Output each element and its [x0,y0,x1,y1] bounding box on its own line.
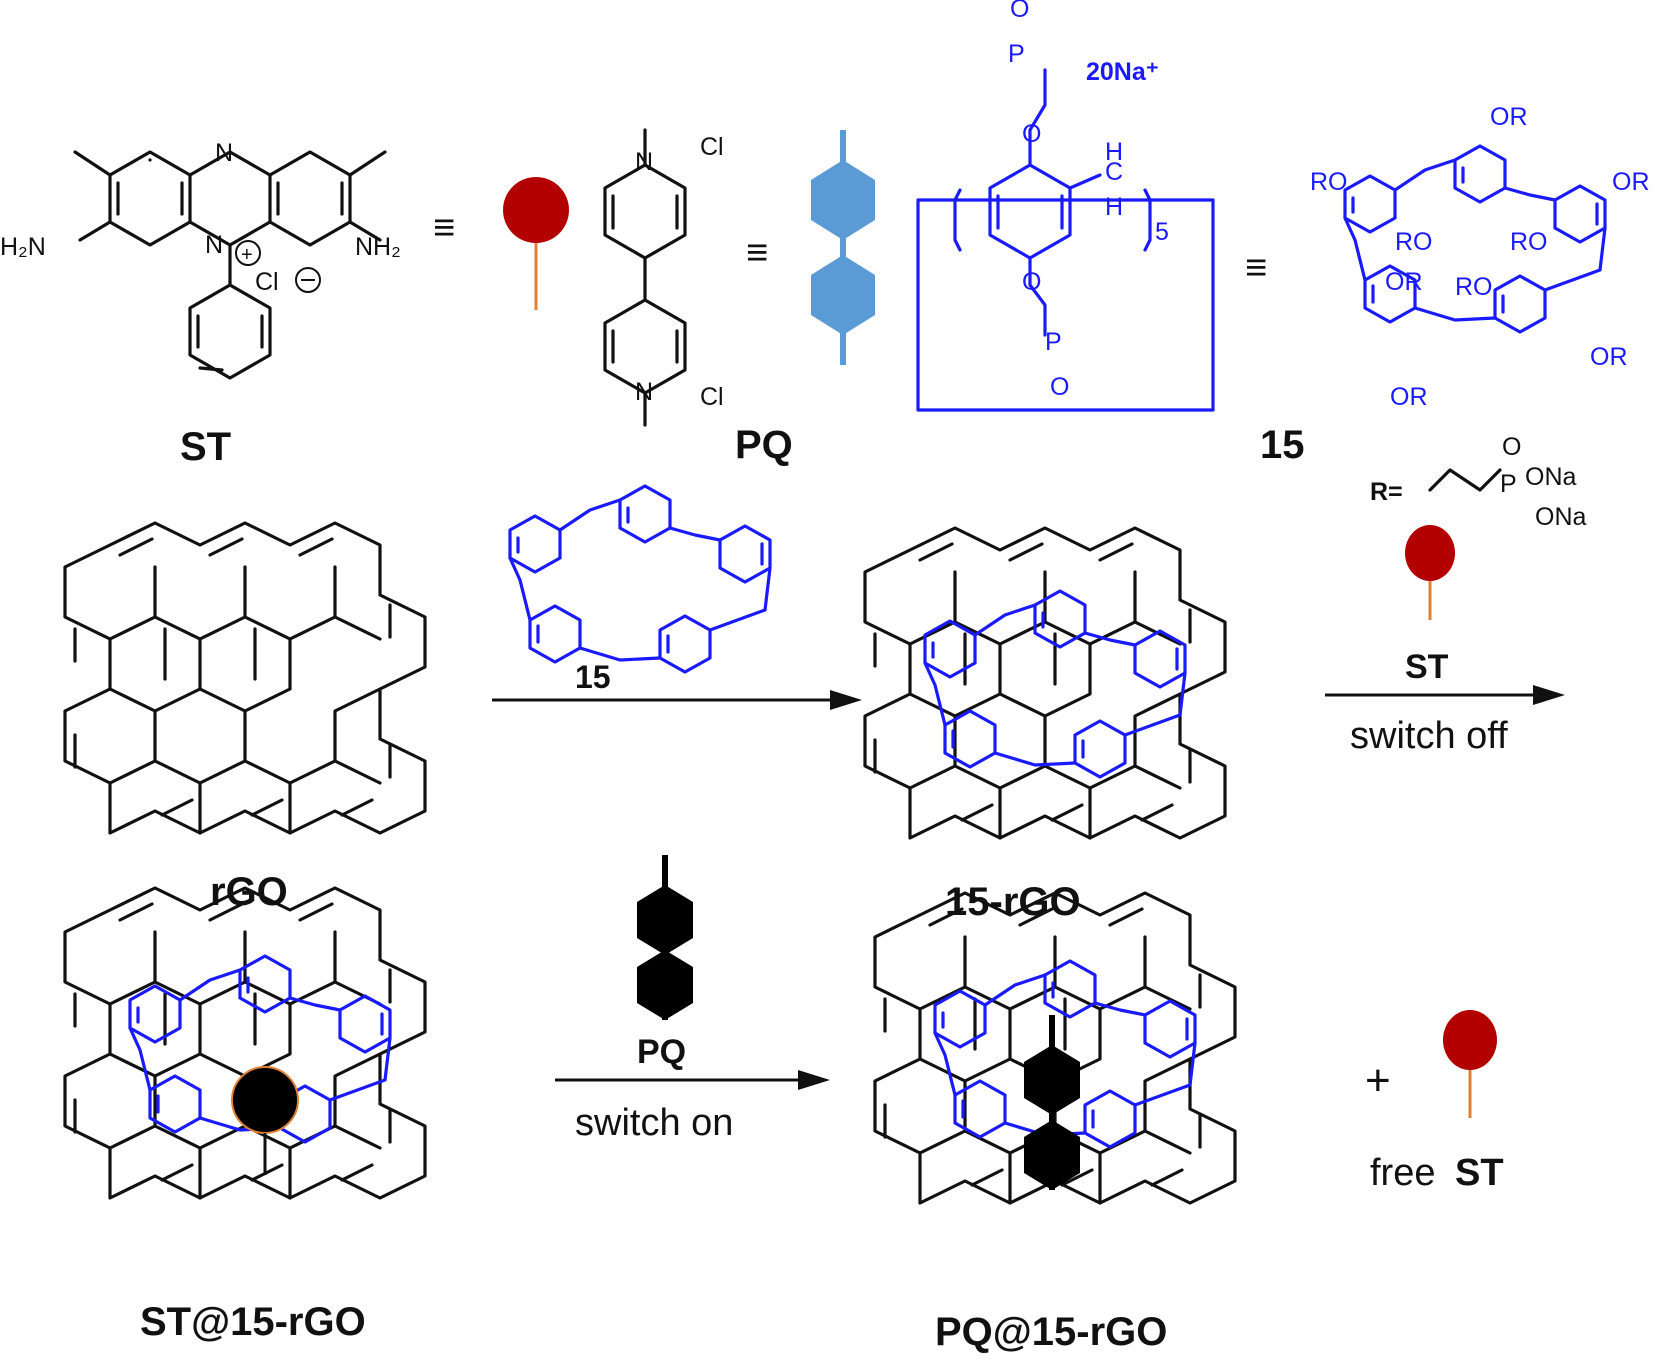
or-label-a: OR [1490,103,1528,131]
rgo-sheet [63,521,427,835]
label-st: ST [180,425,231,469]
arrow-head-icon-3 [798,1070,830,1090]
methylene-h2: H [1105,193,1123,221]
arrow-reagent-pq: PQ [637,1033,686,1071]
arrow-add-st: ST switch off [1325,525,1565,757]
st-structure: N N + H₂N NH₂ Cl [0,139,401,380]
r-oxo: O [1502,433,1521,461]
st-positive-charge-icon [235,240,261,266]
ether-o-top: O [1022,120,1041,148]
ro-label-d: RO [1455,273,1493,301]
methylene-h1: H [1105,138,1123,166]
pq-structure: N N Cl Cl [603,128,724,427]
repeat-count: 5 [1155,218,1169,246]
plus-sign: + [1365,1056,1391,1105]
free-label-prefix: free [1370,1152,1435,1194]
equiv-sign-pq: ≡ [746,232,768,274]
arrow-reagent-st: ST [1405,648,1449,686]
bound-pq-guest [1024,1045,1080,1115]
bound-st-guest [231,1066,299,1134]
methylene-c: C [1105,158,1123,186]
free-st-lollipop-icon [1443,1010,1497,1118]
label-rgo: rGO [210,870,288,914]
pq-nitrogen-bottom: N [635,378,653,406]
or-label-d: OR [1590,343,1628,371]
st-amine-left: H₂N [0,233,46,261]
phosphonate-top-p: P [1008,40,1025,68]
label-host-rgo: 15-rGO [945,880,1081,924]
or-label-c: OR [1385,268,1423,296]
st-complex-sheet [63,886,427,1200]
r-phosphorus: P [1500,470,1517,498]
equiv-sign-st: ≡ [433,207,455,249]
st-amine-right: NH₂ [355,233,401,261]
ro-label-c: RO [1510,228,1548,256]
arrow-head-icon [830,690,862,710]
condition-switch-on: switch on [575,1102,733,1144]
st-lollipop-icon-arrow [1405,525,1455,581]
label-pq: PQ [735,423,793,467]
pq-chloride-bottom: Cl [700,383,724,411]
st-lollipop-icon [503,177,569,310]
arrow-reagent-15: 15 [575,659,611,695]
arrow-head-icon-2 [1533,685,1565,705]
host-15-schematic: OR RO OR RO RO OR RO OR OR [1310,103,1650,411]
phosphonate-top-o: O [1010,0,1029,23]
phosphonate-bottom-p: P [1045,328,1062,356]
st-plus-sign: + [241,244,253,266]
or-label-b: OR [1612,168,1650,196]
free-label-st: ST [1455,1152,1504,1194]
st-cation-nitrogen: N [205,231,223,259]
r-equals: R= [1370,478,1403,506]
pq-nitrogen-top: N [635,148,653,176]
label-pq-complex: PQ@15-rGO [935,1310,1167,1354]
equiv-sign-host: ≡ [1245,247,1267,289]
ether-o-bottom: O [1022,268,1041,296]
r-group-definition: R= O P ONa ONa [1370,433,1587,531]
st-counterion: Cl [255,268,279,296]
label-host-15: 15 [1260,423,1305,467]
condition-switch-off: switch off [1350,715,1508,757]
pq-black-rod-icon [637,885,693,955]
phosphonate-bottom-o: O [1050,373,1069,401]
host-rgo-sheet [863,526,1227,840]
st-ring-nitrogen: N [215,139,233,167]
pq-complex-sheet [873,891,1237,1205]
ro-label-b: RO [1395,228,1433,256]
arrow-add-host: 15 [492,484,862,710]
pq-blue-rod-icon [811,130,875,365]
r-ona-2: ONa [1535,503,1587,531]
label-st-complex: ST@15-rGO [140,1300,366,1344]
r-ona-1: ONa [1525,463,1577,491]
host-15-structure: O P 20Na⁺ O O C H H 5 P O [916,0,1215,412]
or-label-e: OR [1390,383,1428,411]
ro-label-a: RO [1310,168,1348,196]
st-negative-charge-icon [295,267,321,293]
host-counterions: 20Na⁺ [1086,58,1159,86]
pq-chloride-top: Cl [700,133,724,161]
arrow-add-pq: PQ switch on [555,855,830,1144]
